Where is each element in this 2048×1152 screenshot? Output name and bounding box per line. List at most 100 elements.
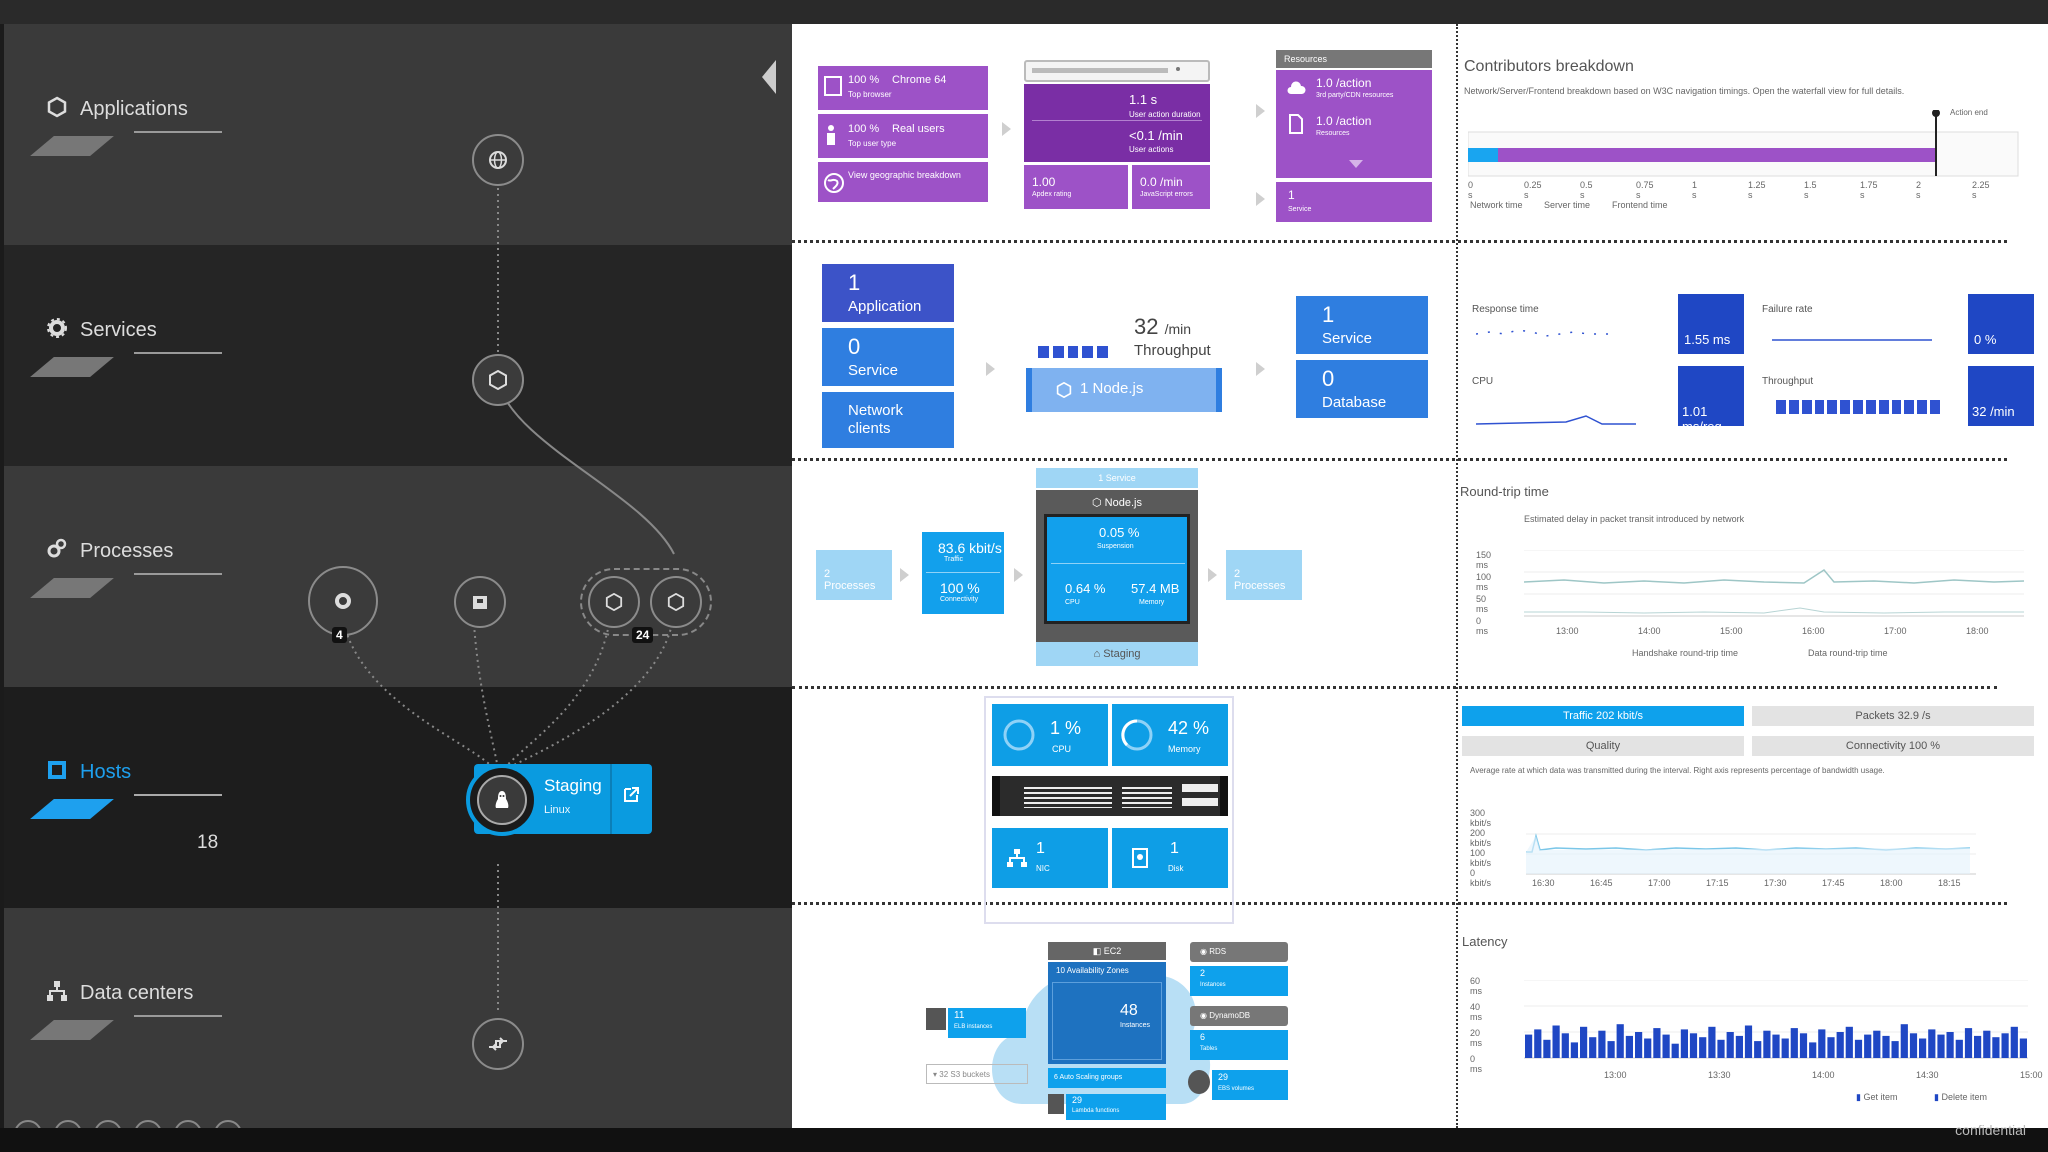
host-cpu-box[interactable]: 1 % CPU bbox=[992, 704, 1108, 766]
latency-bar bbox=[1946, 1032, 1954, 1058]
tab-connectivity[interactable]: Connectivity 100 % bbox=[1752, 736, 2034, 756]
divider bbox=[792, 902, 2007, 905]
failure-rate-label: Failure rate bbox=[1762, 304, 1813, 315]
layer-applications[interactable]: Applications bbox=[47, 96, 188, 121]
geo-breakdown-box[interactable]: View geographic breakdown bbox=[818, 162, 988, 202]
latency-bar bbox=[1744, 1025, 1753, 1058]
tab-quality[interactable]: Quality bbox=[1462, 736, 1744, 756]
out-svc-label: Service bbox=[1322, 330, 1373, 347]
service-link-box[interactable]: 1 Service bbox=[1276, 182, 1432, 222]
service-node[interactable] bbox=[472, 354, 524, 406]
applications-icon bbox=[47, 96, 67, 118]
s3-box[interactable]: ▾ 32 S3 buckets bbox=[926, 1064, 1028, 1084]
process-service-header[interactable]: 1 Service bbox=[1036, 468, 1198, 488]
outgoing-processes-box[interactable]: 2 Processes bbox=[1226, 550, 1302, 600]
elb-box[interactable]: 11 ELB instances bbox=[948, 1008, 1026, 1038]
ebs-count: 29 bbox=[1218, 1072, 1229, 1082]
latency-bar bbox=[1781, 1038, 1789, 1058]
js-errors-box[interactable]: 0.0 /min JavaScript errors bbox=[1132, 165, 1210, 209]
network-x-tick: 18:15 bbox=[1938, 878, 1961, 888]
process-node[interactable] bbox=[454, 576, 506, 628]
rtt-y-tick: 150 ms bbox=[1476, 550, 1492, 570]
process-card[interactable]: ⬡ Node.js 0.05 % Suspension 0.64 % CPU 5… bbox=[1036, 490, 1198, 666]
top-browser-box[interactable]: 100 % Chrome 64 Top browser bbox=[818, 66, 988, 110]
rtt-x-tick: 17:00 bbox=[1884, 626, 1907, 636]
database-box[interactable]: 0 Database bbox=[1296, 360, 1428, 418]
nodejs-process-node[interactable] bbox=[650, 576, 702, 628]
network-clients-box[interactable]: Network clients bbox=[822, 392, 954, 448]
arrow bbox=[1256, 192, 1265, 206]
out-service-box[interactable]: 1 Service bbox=[1296, 296, 1428, 354]
host-nic-box[interactable]: 1 NIC bbox=[992, 828, 1108, 888]
layer-datacenters[interactable]: Data centers bbox=[47, 981, 193, 1005]
ebs-box[interactable]: 29 EBS volumes bbox=[1212, 1070, 1288, 1100]
incoming-processes-box[interactable]: 2 Processes bbox=[816, 550, 892, 600]
application-node[interactable] bbox=[472, 134, 524, 186]
layer-label-applications: Applications bbox=[80, 98, 188, 120]
throughput-kpi-value: 32 /min bbox=[1972, 404, 2015, 419]
user-actions-box[interactable]: 1.1 s User action duration <0.1 /min Use… bbox=[1024, 84, 1210, 162]
arrow bbox=[986, 362, 995, 376]
resources-box[interactable]: 1.0 /action 3rd party/CDN resources 1.0 … bbox=[1276, 70, 1432, 178]
divider bbox=[134, 352, 222, 354]
browser-icon bbox=[824, 76, 842, 96]
host-disk-box[interactable]: 1 Disk bbox=[1112, 828, 1228, 888]
tab-traffic[interactable]: Traffic 202 kbit/s bbox=[1462, 706, 1744, 726]
lambda-box[interactable]: 29 Lambda functions bbox=[1066, 1094, 1166, 1120]
network-y-tick: 0 kbit/s bbox=[1470, 868, 1492, 888]
external-link-icon[interactable] bbox=[622, 786, 640, 804]
latency-bar bbox=[1644, 1038, 1652, 1058]
suspension-sub: Suspension bbox=[1097, 543, 1134, 550]
rds-box[interactable]: 2 Instances bbox=[1190, 966, 1288, 996]
process-network-box[interactable]: 83.6 kbit/s Traffic 100 % Connectivity bbox=[922, 532, 1004, 614]
ec2-box[interactable]: 10 Availability Zones 48 Instances bbox=[1048, 962, 1166, 1064]
host-node[interactable] bbox=[466, 764, 538, 836]
tab-packets[interactable]: Packets 32.9 /s bbox=[1752, 706, 2034, 726]
chevron-down-icon bbox=[1349, 160, 1363, 168]
legend-delete-item: ▮ Delete item bbox=[1934, 1092, 1987, 1103]
service-count-box[interactable]: 0 Service bbox=[822, 328, 954, 386]
process-type-icon bbox=[473, 596, 487, 609]
dynamodb-box[interactable]: 6 Tables bbox=[1190, 1030, 1288, 1060]
collapse-panel-icon[interactable] bbox=[762, 60, 776, 94]
top-user-type-box[interactable]: 100 % Real users Top user type bbox=[818, 114, 988, 158]
out-svc-count: 1 bbox=[1322, 302, 1335, 327]
nodejs-process-node[interactable] bbox=[588, 576, 640, 628]
latency-bar bbox=[1580, 1026, 1588, 1058]
autoscaling-box[interactable]: 6 Auto Scaling groups bbox=[1048, 1068, 1166, 1088]
services-band bbox=[4, 245, 792, 466]
network-x-tick: 17:00 bbox=[1648, 878, 1671, 888]
nodejs-icon bbox=[1056, 382, 1072, 398]
load-balancer-icon bbox=[926, 1008, 946, 1030]
host-card-subtitle: Linux bbox=[544, 804, 571, 816]
rtt-chart bbox=[1524, 550, 2024, 617]
host-memory-box[interactable]: 42 % Memory bbox=[1112, 704, 1228, 766]
latency-bar bbox=[1873, 1030, 1881, 1058]
nodejs-service-box[interactable]: 1 Node.js bbox=[1026, 368, 1222, 412]
layer-processes[interactable]: Processes bbox=[47, 538, 173, 563]
handshake-rtt-line bbox=[1524, 569, 2024, 584]
rtt-x-tick: 18:00 bbox=[1966, 626, 1989, 636]
layer-label-hosts: Hosts bbox=[80, 761, 132, 783]
user-icon bbox=[827, 125, 835, 145]
latency-bar bbox=[2001, 1033, 2009, 1058]
process-count-badge: 24 bbox=[632, 627, 654, 643]
layer-services[interactable]: Services bbox=[47, 318, 157, 342]
rds-icon: ◉ bbox=[1200, 947, 1210, 956]
network-x-tick: 16:45 bbox=[1590, 878, 1613, 888]
bar-icon: ▮ bbox=[1856, 1092, 1864, 1102]
host-nic: 1 bbox=[1036, 840, 1045, 857]
application-count-box[interactable]: 1 Application bbox=[822, 264, 954, 322]
contributors-note: Network/Server/Frontend breakdown based … bbox=[1464, 86, 1905, 96]
elb-sub: ELB instances bbox=[954, 1024, 993, 1030]
datacenter-node[interactable] bbox=[472, 1018, 524, 1070]
apdex-box[interactable]: 1.00 Apdex rating bbox=[1024, 165, 1128, 209]
hosts-count: 18 bbox=[197, 832, 219, 853]
latency-bar bbox=[1570, 1042, 1578, 1058]
network-note: Average rate at which data was transmitt… bbox=[1470, 766, 1885, 775]
elb-count: 11 bbox=[954, 1010, 965, 1021]
layer-hosts[interactable]: Hosts bbox=[48, 761, 132, 784]
dynamodb-count: 6 bbox=[1200, 1032, 1206, 1042]
divider bbox=[134, 1015, 222, 1017]
process-group-node[interactable] bbox=[308, 566, 378, 636]
